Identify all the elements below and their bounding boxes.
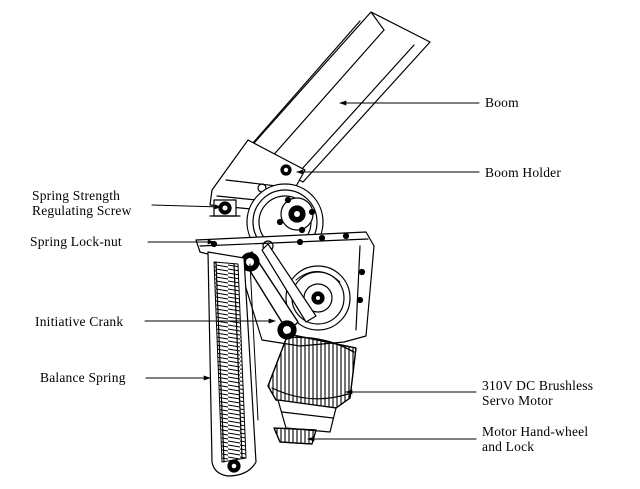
balance-spring-part xyxy=(207,251,259,477)
label-line: Motor Hand-wheel xyxy=(482,424,589,439)
label-motor-hand-wheel-and-lock: Motor Hand-wheel and Lock xyxy=(482,424,588,454)
regulating-screw-part xyxy=(209,199,241,217)
label-line: and Lock xyxy=(482,439,535,454)
leader-lines xyxy=(144,100,480,442)
label-spring-strength-regulating-screw: Spring Strength Regulating Screw xyxy=(32,188,132,218)
leader-regulating-screw xyxy=(151,204,222,210)
label-line: Regulating Screw xyxy=(32,203,132,218)
servo-motor-part xyxy=(267,333,357,409)
label-boom-holder: Boom Holder xyxy=(485,165,562,180)
boom-part xyxy=(237,11,431,183)
label-balance-spring: Balance Spring xyxy=(40,370,126,385)
label-spring-lock-nut: Spring Lock-nut xyxy=(30,234,122,249)
label-boom: Boom xyxy=(485,95,519,110)
label-line: Servo Motor xyxy=(482,393,553,408)
label-line: Spring Strength xyxy=(32,188,121,203)
label-servo-motor: 310V DC Brushless Servo Motor xyxy=(482,378,593,408)
label-initiative-crank: Initiative Crank xyxy=(35,314,124,329)
label-line: 310V DC Brushless xyxy=(482,378,594,393)
hand-wheel-part xyxy=(273,399,337,445)
